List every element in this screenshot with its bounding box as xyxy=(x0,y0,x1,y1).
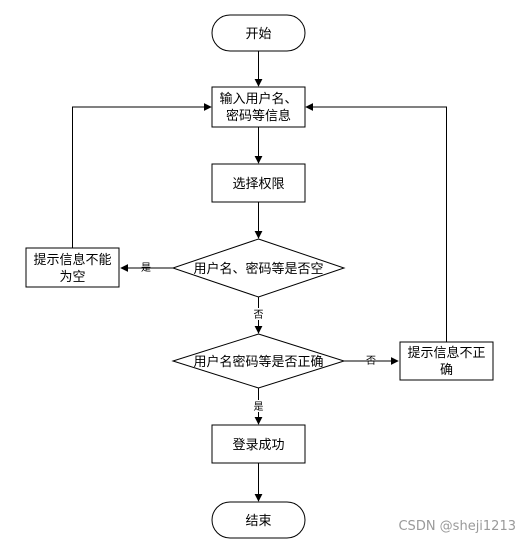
input-credentials-node: 输入用户名、 密码等信息 xyxy=(211,86,306,128)
edge-label-empty-yes: 是 xyxy=(141,262,151,274)
empty-tip-label-line2: 为空 xyxy=(59,270,85,285)
login-success-node: 登录成功 xyxy=(211,424,306,464)
start-label: 开始 xyxy=(245,27,271,42)
edge-label-correct-yes: 是 xyxy=(254,401,264,413)
select-permission-node: 选择权限 xyxy=(211,163,306,203)
edge-emptytip-input xyxy=(72,103,212,248)
edge-label-bg-empty-no xyxy=(252,308,265,320)
end-label: 结束 xyxy=(245,514,271,529)
watermark: CSDN @sheji1213 xyxy=(398,519,516,534)
wrong-tip-label-line1: 提示信息不正 xyxy=(407,345,485,361)
end-node: 结束 xyxy=(211,501,306,539)
check-correct-label: 用户名密码等是否正确 xyxy=(193,354,323,370)
empty-tip-node: 提示信息不能 为空 xyxy=(25,247,120,288)
check-empty-decision: 用户名、密码等是否空 xyxy=(171,238,346,298)
start-node: 开始 xyxy=(211,14,306,52)
edge-label-bg-correct-yes xyxy=(252,400,265,412)
check-correct-decision: 用户名密码等是否正确 xyxy=(171,333,346,389)
edge-label-empty-no: 否 xyxy=(254,309,264,321)
input-credentials-label-line1: 输入用户名、 xyxy=(219,91,297,107)
empty-tip-label-line1: 提示信息不能 xyxy=(33,252,111,268)
input-credentials-label-line2: 密码等信息 xyxy=(226,108,291,124)
edge-wrongtip-input xyxy=(305,103,447,342)
edge-label-correct-no: 否 xyxy=(366,355,376,367)
select-permission-label: 选择权限 xyxy=(232,176,284,192)
check-empty-label: 用户名、密码等是否空 xyxy=(193,261,323,277)
login-success-label: 登录成功 xyxy=(232,438,284,453)
wrong-tip-node: 提示信息不正 确 xyxy=(399,341,494,381)
wrong-tip-label-line2: 确 xyxy=(440,363,453,378)
